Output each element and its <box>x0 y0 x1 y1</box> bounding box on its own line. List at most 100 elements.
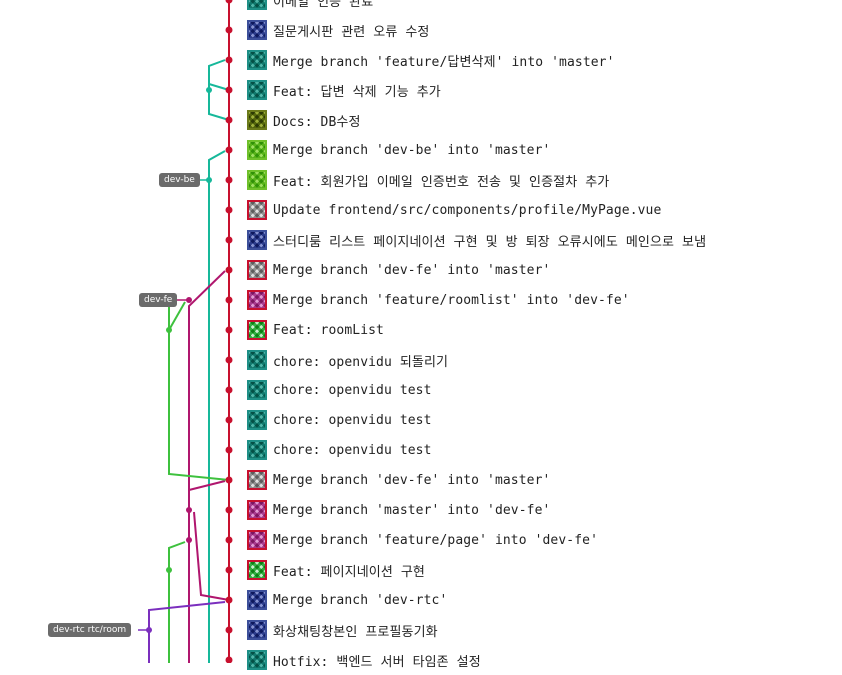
author-avatar <box>247 320 267 340</box>
commit-row[interactable]: Merge branch 'master' into 'dev-fe' <box>247 495 550 525</box>
commit-message: Merge branch 'dev-rtc' <box>273 592 448 608</box>
commit-message: 이메일 인증 완료 <box>273 0 374 10</box>
commit-message: chore: openvidu 되돌리기 <box>273 354 449 370</box>
commit-dot <box>186 297 192 303</box>
author-avatar <box>247 590 267 610</box>
commit-dot <box>225 386 233 394</box>
commit-dot <box>225 206 233 214</box>
commit-row[interactable]: 질문게시판 관련 오류 수정 <box>247 15 429 45</box>
commit-message: Feat: 답변 삭제 기능 추가 <box>273 84 441 100</box>
commit-message: Update frontend/src/components/profile/M… <box>273 202 662 218</box>
commit-dot <box>206 87 212 93</box>
commit-dot <box>225 296 233 304</box>
commit-dot <box>186 537 192 543</box>
commit-message: chore: openvidu test <box>273 382 432 398</box>
commit-row[interactable]: Merge branch 'dev-be' into 'master' <box>247 135 550 165</box>
commit-dot <box>166 567 172 573</box>
commit-row[interactable]: 화상채팅창본인 프로필동기화 <box>247 615 438 645</box>
commit-message: Merge branch 'dev-fe' into 'master' <box>273 262 551 278</box>
commit-dot <box>225 266 233 274</box>
commit-message: Feat: 페이지네이션 구현 <box>273 564 425 580</box>
author-avatar <box>247 560 267 580</box>
commit-message: 질문게시판 관련 오류 수정 <box>273 24 430 40</box>
commit-message: Merge branch 'master' into 'dev-fe' <box>273 502 551 518</box>
author-avatar <box>247 230 267 250</box>
commit-dot <box>225 146 233 154</box>
dev-rtc-branch-line <box>148 601 226 663</box>
author-avatar <box>247 80 267 100</box>
feature-roomlist-line <box>168 300 230 481</box>
commit-message: Merge branch 'dev-fe' into 'master' <box>273 472 551 488</box>
author-avatar <box>247 110 267 130</box>
commit-row[interactable]: chore: openvidu test <box>247 375 432 405</box>
commit-message: 화상채팅창본인 프로필동기화 <box>273 624 438 640</box>
commit-row[interactable]: Merge branch 'dev-rtc' <box>247 585 447 615</box>
commit-graph <box>138 0 233 663</box>
commit-dot <box>225 0 233 4</box>
branch-tag-dev-rtc[interactable]: dev-rtc rtc/room <box>48 623 132 637</box>
commit-dot <box>225 476 233 484</box>
commit-row[interactable]: Merge branch 'feature/답변삭제' into 'master… <box>247 45 615 75</box>
commit-dot <box>225 86 233 94</box>
commit-dot <box>186 507 192 513</box>
commit-row[interactable]: Merge branch 'dev-fe' into 'master' <box>247 255 550 285</box>
commit-dot <box>225 26 233 34</box>
commit-row[interactable]: Feat: roomList <box>247 315 384 345</box>
commit-row[interactable]: chore: openvidu test <box>247 405 432 435</box>
commit-dot <box>166 327 172 333</box>
commit-row[interactable]: Docs: DB수정 <box>247 105 361 135</box>
commit-row[interactable]: chore: openvidu 되돌리기 <box>247 345 448 375</box>
commit-message: Feat: roomList <box>273 322 384 338</box>
author-avatar <box>247 170 267 190</box>
feature-answer-delete-line <box>208 59 230 91</box>
commit-message: Merge branch 'feature/roomlist' into 'de… <box>273 292 630 308</box>
commit-row[interactable]: Feat: 페이지네이션 구현 <box>247 555 425 585</box>
author-avatar <box>247 470 267 490</box>
author-avatar <box>247 0 267 10</box>
commit-dot <box>225 416 233 424</box>
commit-message: Feat: 회원가입 이메일 인증번호 전송 및 인증절차 추가 <box>273 174 610 190</box>
commit-message: 스터디룸 리스트 페이지네이션 구현 및 방 퇴장 오류시에도 메인으로 보냄 <box>273 234 707 250</box>
commit-dot <box>225 116 233 124</box>
author-avatar <box>247 410 267 430</box>
author-avatar <box>247 530 267 550</box>
commit-dot <box>225 446 233 454</box>
dev-be-branch-line <box>208 150 226 663</box>
dev-fe-branch-line <box>188 270 226 570</box>
commit-dot <box>225 326 233 334</box>
author-avatar <box>247 50 267 70</box>
commit-row[interactable]: Merge branch 'dev-fe' into 'master' <box>247 465 550 495</box>
commit-row[interactable]: Feat: 회원가입 이메일 인증번호 전송 및 인증절차 추가 <box>247 165 609 195</box>
commit-row[interactable]: 이메일 인증 완료 <box>247 0 373 15</box>
commit-message: Merge branch 'feature/답변삭제' into 'master… <box>273 54 615 70</box>
commit-dot <box>225 506 233 514</box>
commit-row[interactable]: Merge branch 'feature/roomlist' into 'de… <box>247 285 630 315</box>
author-avatar <box>247 260 267 280</box>
author-avatar <box>247 20 267 40</box>
commit-message: Docs: DB수정 <box>273 114 361 130</box>
commit-row[interactable]: Update frontend/src/components/profile/M… <box>247 195 661 225</box>
commit-message: chore: openvidu test <box>273 442 432 458</box>
commit-row[interactable]: 스터디룸 리스트 페이지네이션 구현 및 방 퇴장 오류시에도 메인으로 보냄 <box>247 225 706 255</box>
commit-row[interactable]: Hotfix: 백엔드 서버 타임존 설정 <box>247 645 481 675</box>
commit-message: Hotfix: 백엔드 서버 타임존 설정 <box>273 654 481 670</box>
commit-message: Merge branch 'feature/page' into 'dev-fe… <box>273 532 598 548</box>
commit-message: chore: openvidu test <box>273 412 432 428</box>
author-avatar <box>247 500 267 520</box>
feature-page-line <box>168 541 186 663</box>
commit-message: Merge branch 'dev-be' into 'master' <box>273 142 551 158</box>
commit-dot <box>225 656 233 663</box>
commit-row[interactable]: Feat: 답변 삭제 기능 추가 <box>247 75 441 105</box>
branch-tag-dev-be[interactable]: dev-be <box>159 173 200 187</box>
commit-row[interactable]: chore: openvidu test <box>247 435 432 465</box>
commit-dot <box>225 536 233 544</box>
commit-dot <box>146 627 152 633</box>
branch-tag-dev-fe[interactable]: dev-fe <box>139 293 178 307</box>
author-avatar <box>247 650 267 670</box>
commit-dot <box>225 626 233 634</box>
commit-dot <box>206 177 212 183</box>
author-avatar <box>247 440 267 460</box>
commit-row[interactable]: Merge branch 'feature/page' into 'dev-fe… <box>247 525 598 555</box>
commit-dot <box>225 356 233 364</box>
